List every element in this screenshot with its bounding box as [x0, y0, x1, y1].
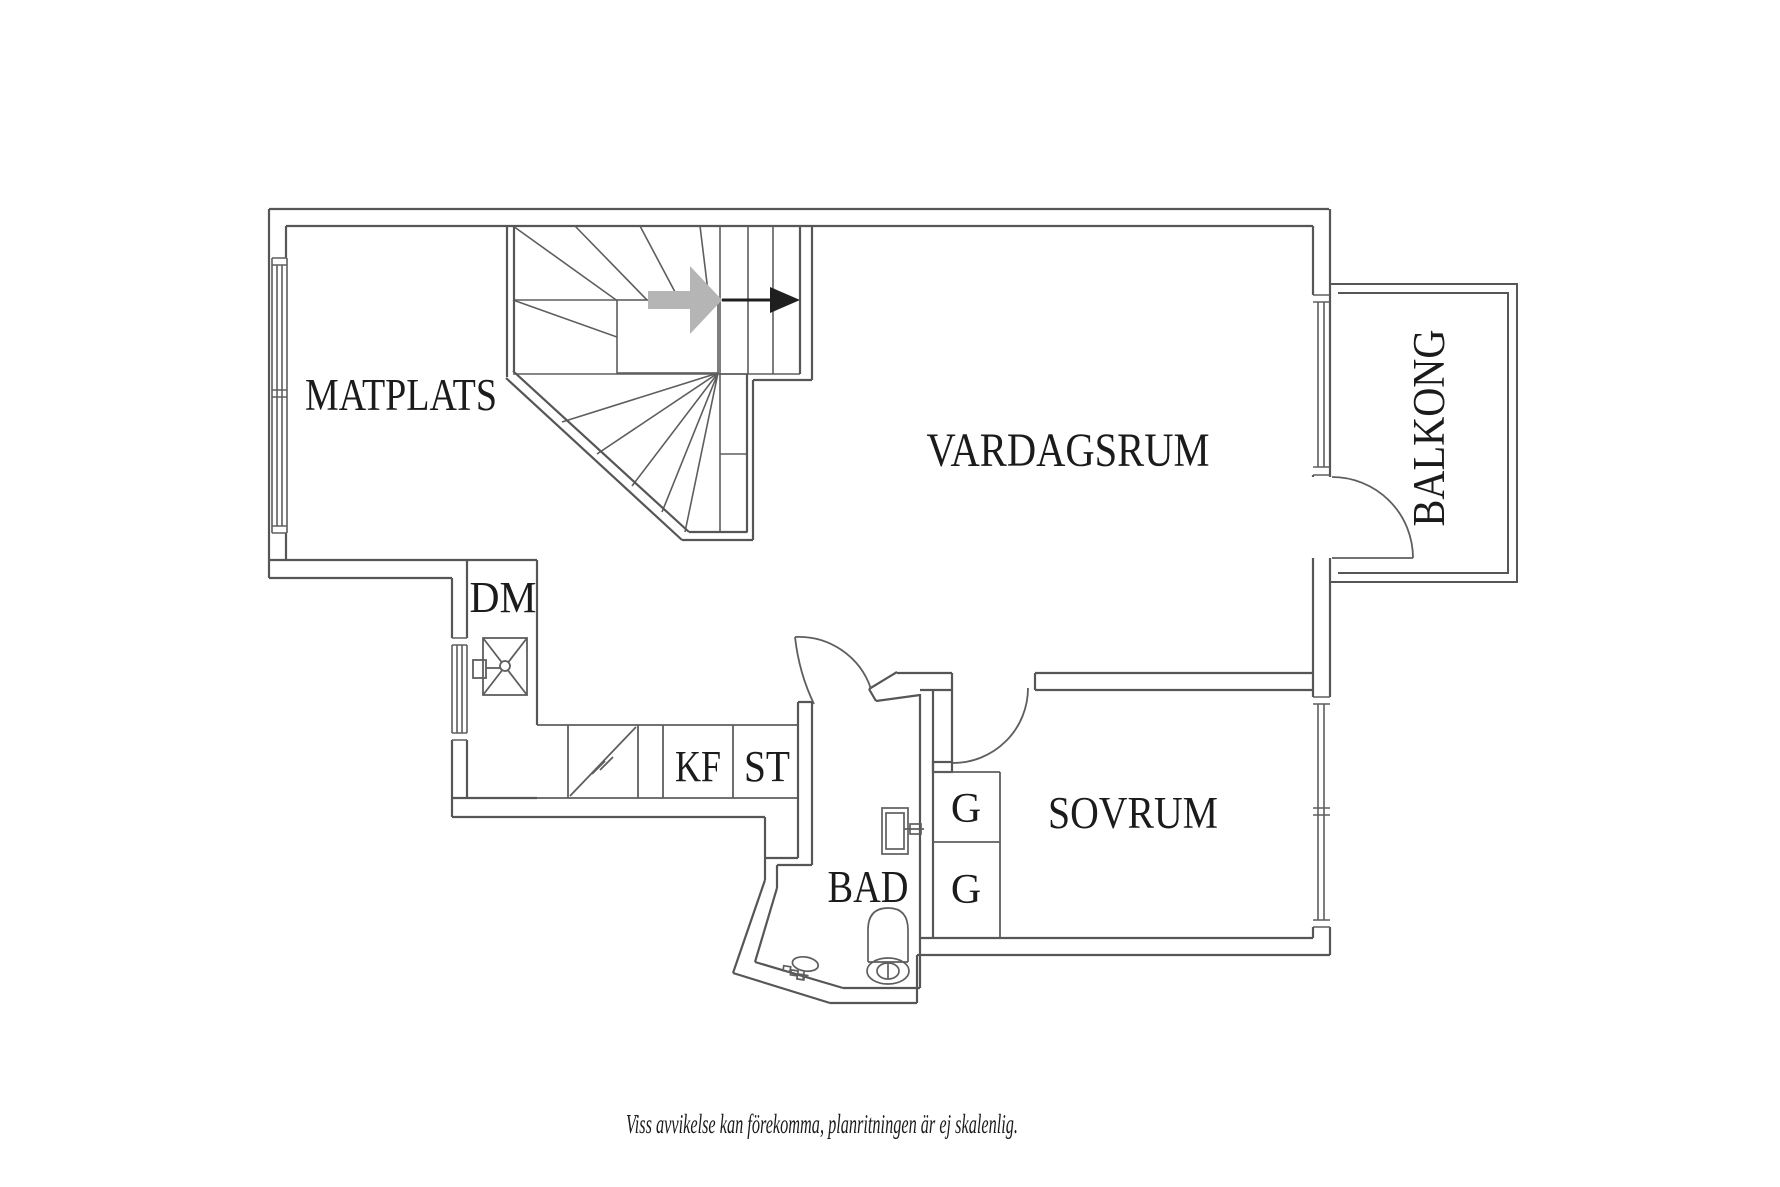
wardrobe-icons [933, 771, 1001, 938]
staircase-walls [505, 226, 814, 542]
door-swing-arc-icon [794, 636, 872, 690]
direction-arrow-black-icon [722, 287, 800, 313]
window-icon-kitchen [451, 637, 468, 741]
room-label-matplats: MATPLATS [305, 370, 497, 420]
door-swing-arc-icon [1331, 476, 1414, 559]
balcony [1329, 283, 1518, 583]
door-leaf [794, 636, 815, 705]
closet-label-g-top: G [951, 786, 981, 832]
door-swing-arc-icon [952, 687, 1029, 764]
closet-label-g-bottom: G [951, 867, 981, 913]
exterior-walls [267, 207, 1332, 1005]
window-icon-bedroom [1313, 696, 1330, 928]
staircase-winder-icon [512, 225, 800, 533]
room-label-vardagsrum: VARDAGSRUM [927, 424, 1210, 477]
room-label-kf: KF [675, 742, 721, 791]
sink-counter-diagonal-icon [569, 726, 637, 797]
bathroom-door [794, 636, 872, 705]
toilet-icon [866, 907, 910, 985]
room-label-balkong: BALKONG [1404, 330, 1454, 527]
washbasin-icon [881, 807, 924, 855]
pedestal-sink-icon [782, 955, 820, 981]
window-icon-matplats [271, 257, 288, 534]
room-label-sovrum: SOVRUM [1048, 788, 1218, 838]
direction-arrow-gray-icon [648, 266, 722, 334]
bedroom-walls [897, 671, 1313, 774]
balcony-door [1331, 476, 1414, 559]
room-label-st: ST [744, 742, 790, 791]
bedroom-door [952, 687, 1029, 764]
window-icon-livingroom [1313, 294, 1330, 476]
disclaimer-text: Viss avvikelse kan förekomma, planritnin… [626, 1109, 1018, 1139]
bathroom-fixtures [782, 807, 924, 985]
room-label-dm: DM [470, 573, 537, 622]
dishwasher-icon [472, 637, 528, 696]
bathroom-walls [753, 671, 935, 990]
window-icons [271, 257, 1330, 928]
room-label-bad: BAD [828, 861, 909, 912]
